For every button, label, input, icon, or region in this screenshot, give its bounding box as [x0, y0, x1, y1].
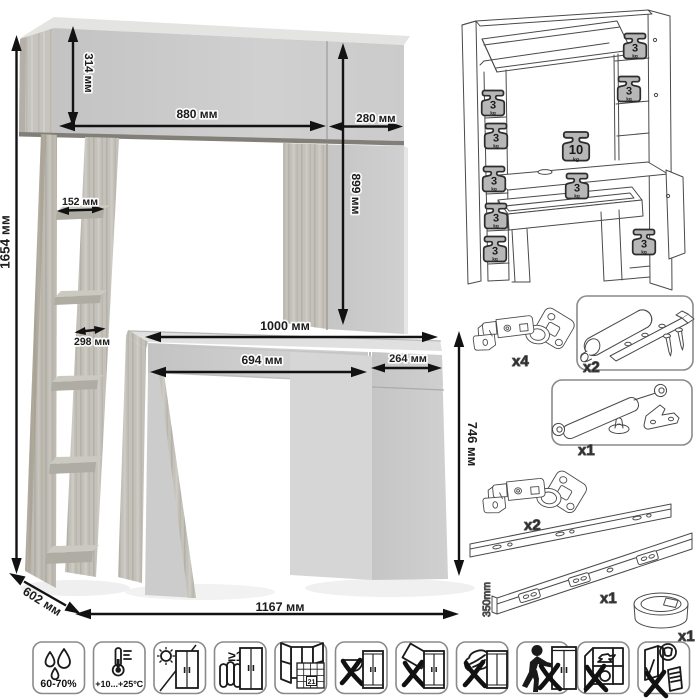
svg-text:350mm: 350mm — [481, 582, 493, 617]
svg-text:+10...+25ºC: +10...+25ºC — [95, 679, 143, 689]
svg-text:1654 мм: 1654 мм — [0, 215, 13, 269]
svg-text:x2: x2 — [524, 517, 541, 534]
svg-text:264 мм: 264 мм — [389, 353, 427, 365]
svg-text:1000 мм: 1000 мм — [260, 319, 310, 333]
svg-text:21: 21 — [308, 679, 316, 686]
svg-text:880 мм: 880 мм — [176, 107, 217, 121]
svg-text:x1: x1 — [600, 590, 617, 607]
svg-text:1000 мм: 1000 мм — [260, 319, 310, 333]
svg-text:152 мм: 152 мм — [62, 196, 98, 208]
svg-text:298 мм: 298 мм — [74, 336, 110, 348]
svg-text:694 мм: 694 мм — [241, 353, 282, 367]
svg-text:314 мм: 314 мм — [82, 53, 94, 92]
svg-text:694 мм: 694 мм — [241, 353, 282, 367]
svg-text:880 мм: 880 мм — [176, 107, 217, 121]
svg-text:899 мм: 899 мм — [349, 173, 363, 214]
svg-text:x2: x2 — [583, 359, 600, 376]
svg-text:1167 мм: 1167 мм — [255, 600, 304, 614]
svg-text:x1: x1 — [678, 628, 695, 645]
svg-text:899 мм: 899 мм — [349, 173, 363, 214]
svg-text:280 мм: 280 мм — [356, 113, 395, 125]
svg-text:60-70%: 60-70% — [40, 678, 77, 690]
svg-text:298 мм: 298 мм — [74, 336, 110, 348]
svg-text:x4: x4 — [512, 353, 529, 370]
svg-text:x1: x1 — [578, 442, 595, 459]
svg-text:264 мм: 264 мм — [389, 353, 427, 365]
svg-text:280 мм: 280 мм — [356, 113, 395, 125]
svg-text:152 мм: 152 мм — [62, 196, 98, 208]
svg-text:314 мм: 314 мм — [82, 53, 94, 92]
svg-text:746 мм: 746 мм — [465, 422, 480, 467]
